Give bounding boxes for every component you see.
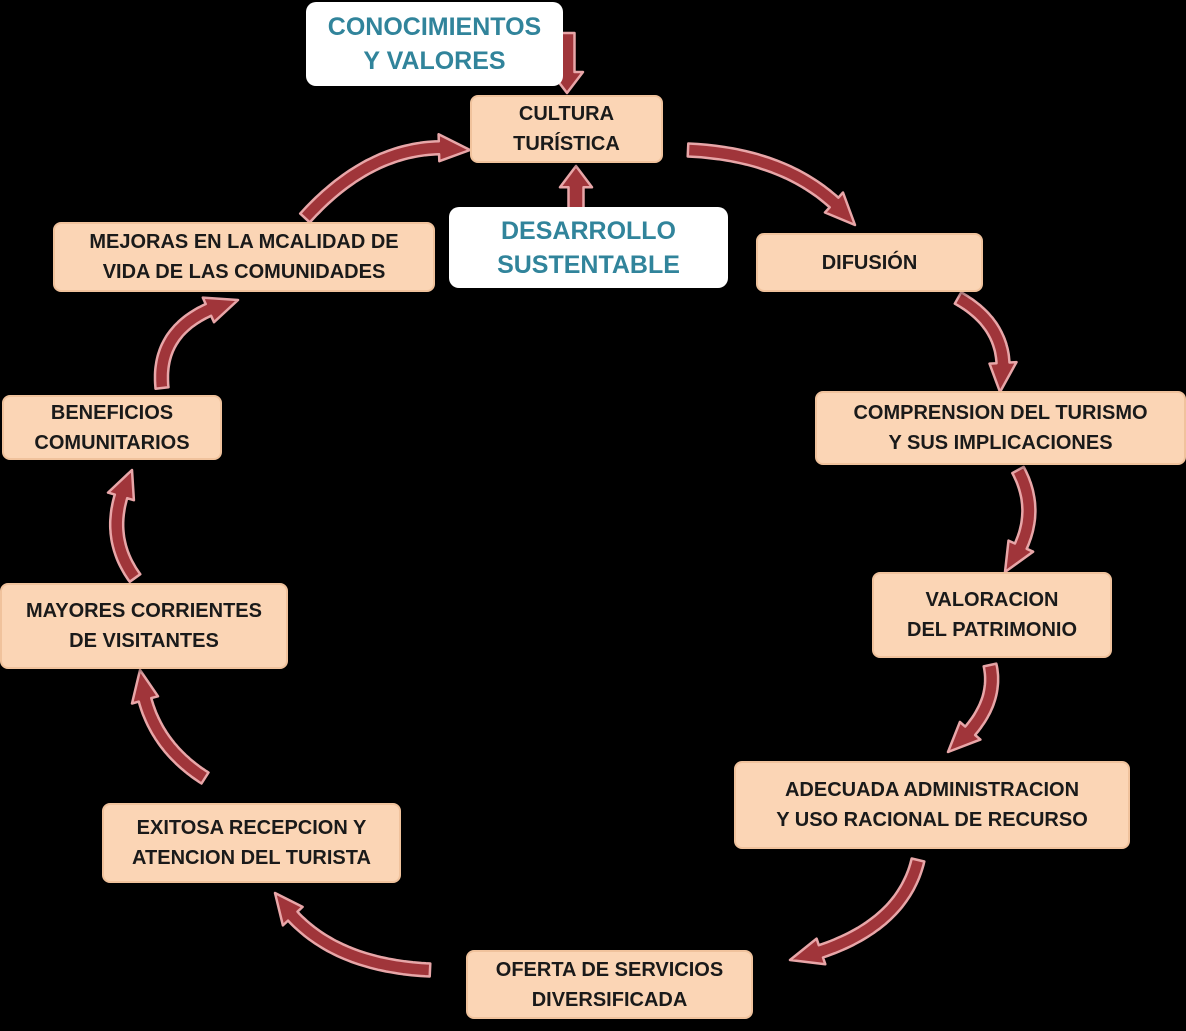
node-valoracion-line-2: DEL PATRIMONIO — [907, 619, 1077, 641]
node-beneficios-line-1: BENEFICIOS — [50, 401, 174, 424]
arrow-mejoras-to-cultura — [298, 133, 472, 224]
input-conocimientos-y-valores: CONOCIMIENTOS Y VALORES — [306, 2, 563, 86]
node-cultura-line-1: CULTURA — [518, 103, 615, 125]
node-cultura-line-2: TURÍSTICA — [513, 133, 620, 155]
node-beneficios-comunitarios: BENEFICIOS COMUNITARIOS — [2, 395, 222, 460]
node-mayores-line-1: MAYORES CORRIENTES — [26, 600, 262, 622]
node-comprension-del-turismo: COMPRENSION DEL TURISMO Y SUS IMPLICACIO… — [815, 391, 1186, 465]
arrow-oferta-to-exitosa — [273, 891, 432, 978]
node-valoracion-line-1: VALORACION — [925, 589, 1059, 611]
node-valoracion-del-patrimonio: VALORACION DEL PATRIMONIO — [872, 572, 1112, 658]
node-mejoras-line-1: MEJORAS EN LA MCALIDAD DE — [89, 231, 399, 253]
node-oferta-line-1: OFERTA DE SERVICIOS — [495, 958, 724, 981]
node-cultura-turistica: CULTURA TURÍSTICA — [470, 95, 663, 163]
arrow-exitosa-to-mayores — [130, 668, 210, 785]
node-oferta-de-servicios: OFERTA DE SERVICIOS DIVERSIFICADA — [466, 950, 753, 1019]
input-desarrollo-line-1: DESARROLLO — [501, 216, 676, 245]
node-mayores-line-2: DE VISITANTES — [69, 630, 219, 652]
arrow-adecuada-to-oferta — [788, 857, 926, 966]
node-mejoras-line-2: VIDA DE LAS COMUNIDADES — [102, 261, 386, 283]
input-desarrollo-line-2: SUSTENTABLE — [497, 250, 680, 279]
node-comprension-line-1: COMPRENSION DEL TURISMO — [853, 402, 1148, 424]
arrow-comprension-to-valoracion — [1003, 465, 1037, 574]
arrow-difusion-to-comprension — [953, 291, 1018, 394]
node-exitosa-line-2: ATENCION DEL TURISTA — [132, 847, 371, 869]
node-difusion-line-1: DIFUSIÓN — [821, 251, 918, 274]
node-beneficios-line-2: COMUNITARIOS — [34, 431, 190, 454]
arrow-mayores-to-beneficios — [106, 468, 142, 584]
arrow-desarrollo-to-cultura — [558, 164, 594, 215]
node-difusion: DIFUSIÓN — [756, 233, 983, 292]
node-comprension-line-2: Y SUS IMPLICACIONES — [888, 432, 1113, 454]
node-exitosa-line-1: EXITOSA RECEPCION Y — [136, 817, 367, 839]
node-adecuada-administracion: ADECUADA ADMINISTRACION Y USO RACIONAL D… — [734, 761, 1130, 849]
node-oferta-line-2: DIVERSIFICADA — [531, 988, 688, 1011]
node-mayores-corrientes: MAYORES CORRIENTES DE VISITANTES — [0, 583, 288, 669]
arrow-beneficios-to-mejoras — [153, 296, 240, 390]
node-adecuada-line-2: Y USO RACIONAL DE RECURSO — [776, 809, 1088, 831]
arrow-valoracion-to-adecuada — [946, 662, 1000, 754]
arrow-cultura-to-difusion — [686, 142, 857, 227]
input-conocimientos-line-1: CONOCIMIENTOS — [327, 13, 542, 41]
node-mejoras-en-la-calidad: MEJORAS EN LA MCALIDAD DE VIDA DE LAS CO… — [53, 222, 435, 292]
node-exitosa-recepcion: EXITOSA RECEPCION Y ATENCION DEL TURISTA — [102, 803, 401, 883]
node-adecuada-line-1: ADECUADA ADMINISTRACION — [784, 779, 1080, 801]
input-desarrollo-sustentable: DESARROLLO SUSTENTABLE — [449, 207, 728, 288]
input-conocimientos-line-2: Y VALORES — [363, 47, 506, 75]
